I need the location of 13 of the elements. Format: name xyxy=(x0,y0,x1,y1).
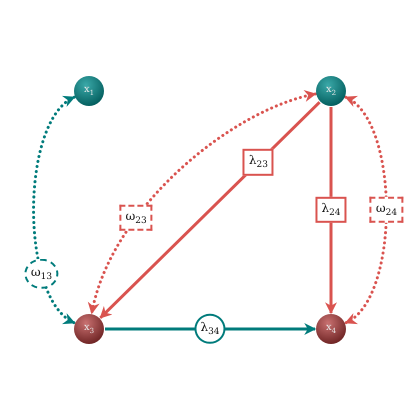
edge-label: ω$_{13}$ xyxy=(24,258,58,289)
node-label: x$_{1}$ xyxy=(84,85,94,97)
edge-label: ω$_{23}$ xyxy=(119,204,153,231)
node-label: x$_{3}$ xyxy=(84,323,94,335)
edge-label: λ$_{34}$ xyxy=(194,314,226,344)
dotted-arrow xyxy=(344,96,388,324)
node-label: x$_{2}$ xyxy=(326,85,336,97)
dotted-arrow xyxy=(32,96,76,324)
edge-label: ω$_{24}$ xyxy=(370,196,404,224)
edge-label: λ$_{24}$ xyxy=(315,196,347,224)
edge-label: λ$_{23}$ xyxy=(242,149,274,176)
node-label: x$_{4}$ xyxy=(326,323,336,335)
arrow xyxy=(325,107,337,314)
